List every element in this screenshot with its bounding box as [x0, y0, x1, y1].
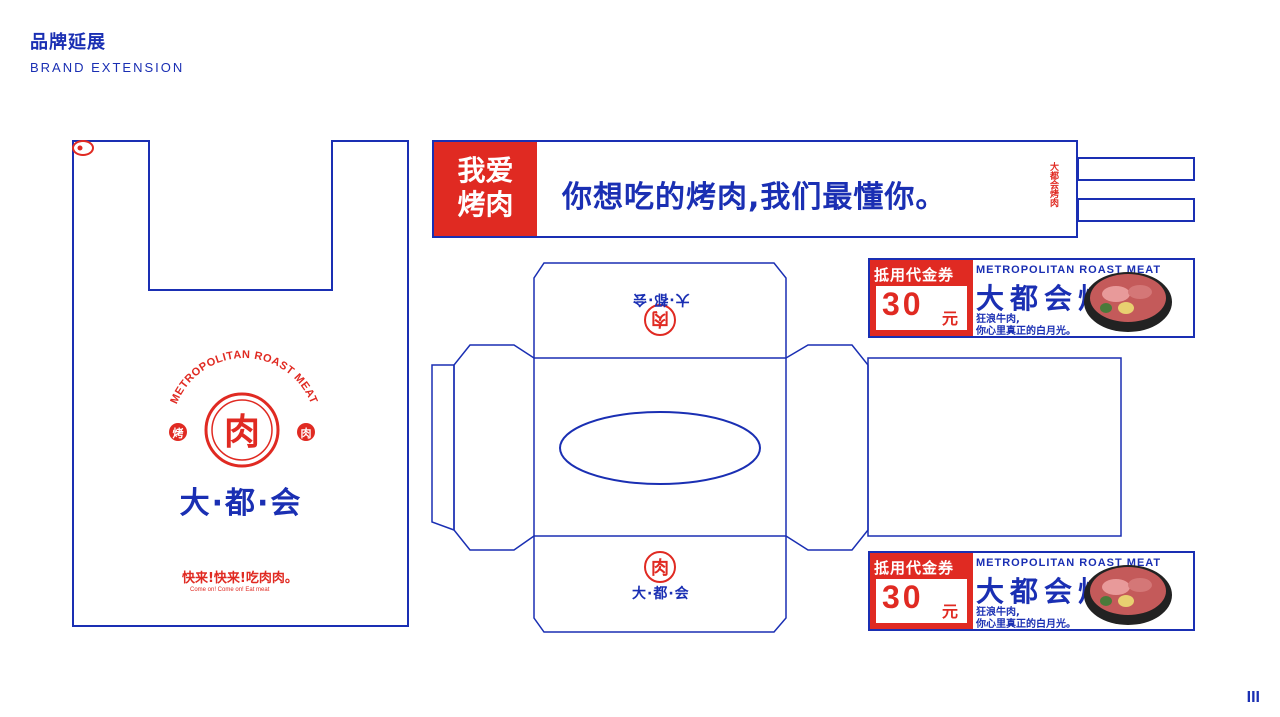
right-badge: [297, 423, 315, 441]
tissue-brand-bottom: 大·都·会: [632, 586, 690, 602]
bag-slogan: 快来!快来!吃肉肉。: [182, 571, 298, 586]
coupon-unit: 元: [942, 602, 959, 621]
bag-arc-text: METROPOLITAN ROAST MEAT: [168, 349, 319, 406]
coupon-line1: 狂浪牛肉,: [976, 607, 1020, 618]
coupon-en-text: METROPOLITAN ROAST MEAT: [976, 557, 1162, 569]
shopping-bag-mockup: METROPOLITAN ROAST MEAT 肉 烤 肉 大·都·会 快来!快…: [72, 140, 410, 628]
sleeve-red-block: 我爱 烤肉: [434, 142, 537, 236]
coupon-title: 抵用代金券: [874, 559, 955, 577]
coupon-card: 抵用代金券 30 元 METROPOLITAN ROAST MEAT 大都会烤肉…: [868, 258, 1195, 338]
chopstick-top: [1077, 157, 1195, 181]
coupon-card: 抵用代金券 30 元 METROPOLITAN ROAST MEAT 大都会烤肉…: [868, 551, 1195, 631]
sleeve-slogan: 你想吃的烤肉,我们最懂你。: [562, 180, 947, 215]
right-badge-text: 肉: [301, 426, 312, 440]
coupon-line2: 你心里真正的白月光。: [976, 619, 1076, 630]
sleeve-logo: 大都会烤肉: [1048, 162, 1058, 207]
meat-bowl-image: [1084, 565, 1172, 625]
tissue-seal-top: 肉: [651, 308, 669, 330]
chopstick-bottom: [1077, 198, 1195, 222]
meat-icon: [72, 140, 94, 156]
sleeve-red-line1: 我爱: [457, 154, 514, 187]
seal-inner-ring: [211, 399, 273, 461]
coupon-line2: 你心里真正的白月光。: [976, 326, 1076, 337]
page-number: III: [1246, 689, 1260, 706]
meat-bowl-image: [1084, 272, 1172, 332]
chopstick-sleeve-mockup: 我爱 烤肉 你想吃的烤肉,我们最懂你。 大都会烤肉: [432, 140, 1078, 238]
left-badge-text: 烤: [173, 426, 184, 440]
seal-outer-ring: [204, 392, 280, 468]
page-subtitle: BRAND EXTENSION: [30, 60, 185, 75]
sleeve-red-line2: 烤肉: [457, 188, 514, 221]
tissue-box-dieline: 肉 肉: [431, 262, 1122, 633]
bag-outline: METROPOLITAN ROAST MEAT 肉 烤 肉: [72, 140, 409, 627]
seal-character: 肉: [224, 412, 260, 453]
coupon-unit: 元: [942, 309, 959, 328]
coupon-en-text: METROPOLITAN ROAST MEAT: [976, 264, 1162, 276]
bag-slogan-en: Come on! Come on! Eat meat: [190, 587, 270, 593]
coupon-amount-box: [876, 579, 967, 623]
coupon-title: 抵用代金券: [874, 266, 955, 284]
tissue-seal-bottom: 肉: [651, 557, 669, 579]
coupon-line1: 狂浪牛肉,: [976, 314, 1020, 325]
page-title: 品牌延展: [30, 32, 106, 53]
coupon-amount-box: [876, 286, 967, 330]
bag-brand-name: 大·都·会: [179, 486, 303, 521]
left-badge: [169, 423, 187, 441]
coupon-amount: 30: [882, 286, 924, 322]
tissue-brand-top: 大·都·会: [632, 291, 690, 307]
coupon-amount: 30: [882, 579, 924, 615]
tissue-seal-ring: [644, 551, 676, 583]
